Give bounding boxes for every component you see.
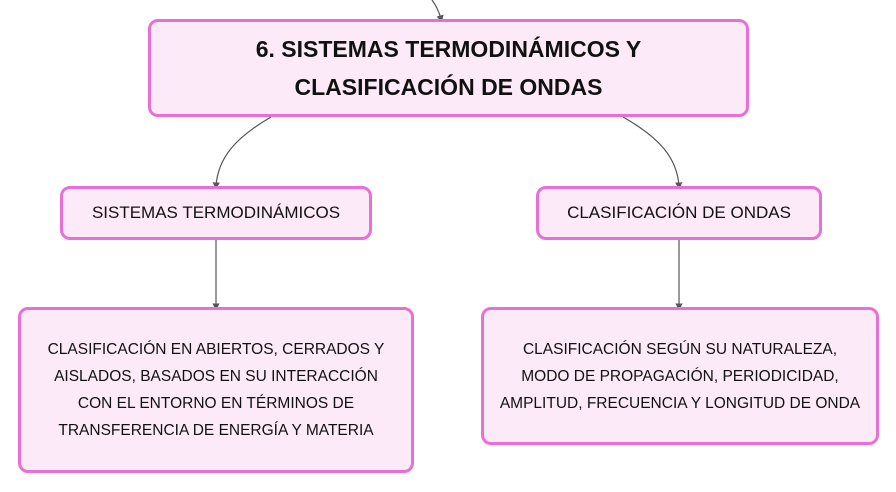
detail-clasificacion-de-ondas-label: CLASIFICACIÓN SEGÚN SU NATURALEZA, MODO … bbox=[499, 340, 861, 412]
connector-incoming-root bbox=[431, 0, 444, 23]
detail-sistemas-termodinamicos-label: CLASIFICACIÓN EN ABIERTOS, CERRADOS Y AI… bbox=[47, 341, 385, 439]
subtopic-clasificacion-de-ondas[interactable]: CLASIFICACIÓN DE ONDAS bbox=[536, 186, 822, 240]
detail-sistemas-termodinamicos[interactable]: CLASIFICACIÓN EN ABIERTOS, CERRADOS Y AI… bbox=[18, 307, 414, 473]
connector-root-to-ondas bbox=[622, 116, 683, 190]
subtopic-sistemas-termodinamicos-label: SISTEMAS TERMODINÁMICOS bbox=[91, 203, 341, 222]
root-topic-node[interactable]: 6. SISTEMAS TERMODINÁMICOS Y CLASIFICACI… bbox=[148, 19, 749, 117]
detail-clasificacion-de-ondas[interactable]: CLASIFICACIÓN SEGÚN SU NATURALEZA, MODO … bbox=[481, 307, 879, 445]
root-topic-label: 6. SISTEMAS TERMODINÁMICOS Y CLASIFICACI… bbox=[255, 36, 642, 100]
subtopic-clasificacion-de-ondas-label: CLASIFICACIÓN DE ONDAS bbox=[567, 203, 791, 222]
connector-root-to-sistemas bbox=[212, 116, 272, 190]
subtopic-sistemas-termodinamicos[interactable]: SISTEMAS TERMODINÁMICOS bbox=[60, 186, 372, 240]
